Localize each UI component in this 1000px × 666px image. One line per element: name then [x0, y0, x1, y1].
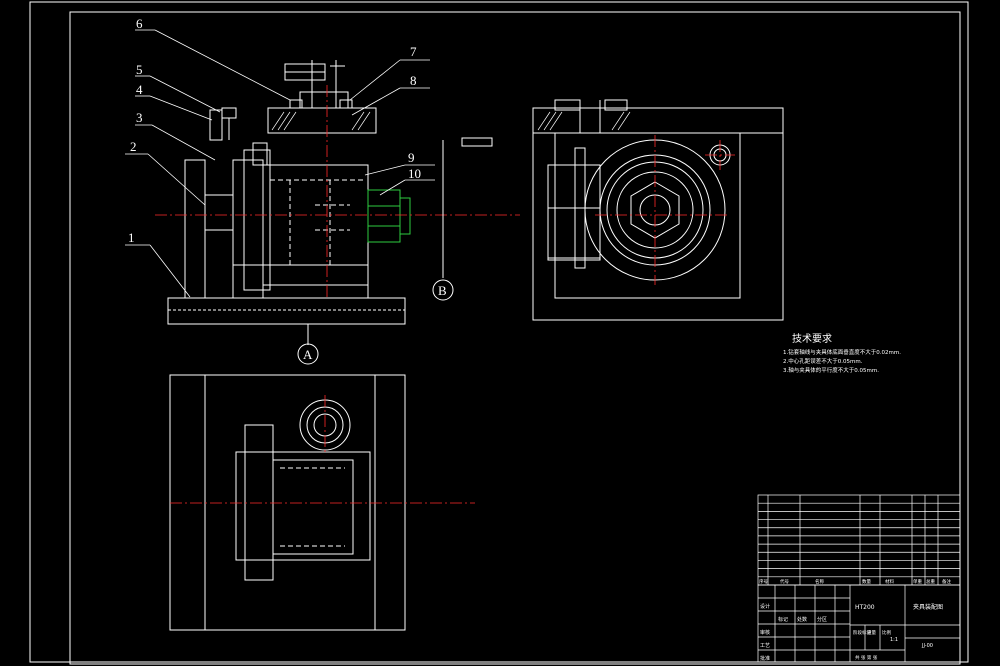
- part-label-8: 8: [410, 73, 417, 88]
- role-approve: 批准: [760, 655, 770, 662]
- role-design: 设计: [760, 603, 770, 610]
- title-block: [757, 584, 961, 663]
- part-label-2: 2: [130, 139, 137, 154]
- part-label-3: 3: [136, 110, 143, 125]
- side-view: [532, 99, 784, 321]
- front-view-centerlines: [155, 85, 520, 300]
- tech-requirements-title: 技术要求: [792, 332, 832, 345]
- tech-requirements: 技术要求 1.钻套轴线与夹具体底面垂直度不大于0.02mm. 2.中心孔距误差不…: [783, 332, 901, 374]
- stage-label: 阶段标记: [853, 629, 871, 636]
- part-label-10: 10: [408, 166, 421, 181]
- part-label-5: 5: [136, 62, 143, 77]
- leader-lines: [125, 29, 435, 298]
- parts-list-header-cell: 备注: [942, 578, 951, 585]
- parts-list-table: [757, 494, 961, 586]
- parts-list-header-cell: 代号: [780, 578, 789, 585]
- svg-text:B: B: [438, 283, 447, 298]
- parts-list-header-cell: 单重: [913, 578, 922, 585]
- role-review: 审核: [760, 629, 770, 636]
- sign-col-zone: 分区: [817, 616, 827, 623]
- front-view: [167, 60, 411, 325]
- part-label-9: 9: [408, 150, 415, 165]
- tech-requirement-3: 3.轴与夹具体的平行度不大于0.05mm.: [783, 366, 879, 374]
- top-view: [169, 374, 406, 631]
- part-labels: 1 2 3 4 5 6 7 8 9 10: [128, 16, 421, 245]
- side-view-centerlines: [595, 135, 735, 285]
- part-label-4: 4: [136, 82, 143, 97]
- parts-list-header: 序号 代号 名称 数量 材料 单重总重备注: [759, 578, 951, 585]
- parts-list-header-cell: 总重: [926, 578, 935, 585]
- top-view-centerlines: [170, 395, 475, 504]
- tech-requirement-2: 2.中心孔距误差不大于0.05mm.: [783, 357, 863, 365]
- parts-list-header-cell: 序号: [759, 578, 768, 585]
- drawing-number: JJ-00: [921, 643, 933, 649]
- tech-requirement-1: 1.钻套轴线与夹具体底面垂直度不大于0.02mm.: [783, 348, 901, 356]
- role-process: 工艺: [760, 643, 770, 649]
- part-label-6: 6: [136, 16, 143, 31]
- parts-list-header-cell: 数量: [862, 578, 871, 585]
- sheet-label: 共 张 第 张: [855, 654, 878, 661]
- view-marker-a: A: [297, 343, 319, 365]
- view-marker-b: B: [432, 279, 454, 301]
- title-block-text: HT200 夹具装配图 JJ-00 1:1 共 张 第 张 阶段标记 重量 比例…: [760, 603, 943, 662]
- scale-value: 1:1: [890, 637, 898, 643]
- part-label-1: 1: [128, 230, 135, 245]
- sheet-frame: [29, 1, 969, 665]
- drawing-name: 夹具装配图: [913, 603, 943, 611]
- weight-label: 重量: [867, 629, 876, 636]
- tolerance-frame: [461, 137, 493, 147]
- sign-col-count: 处数: [797, 616, 807, 623]
- svg-text:A: A: [303, 347, 313, 362]
- parts-list-header-cell: 材料: [885, 578, 894, 585]
- parts-list-header-cell: 名称: [815, 578, 824, 585]
- scale-label: 比例: [882, 629, 891, 636]
- part-label-7: 7: [410, 44, 417, 59]
- sign-col-mark: 标记: [778, 616, 788, 623]
- material-label: HT200: [855, 604, 875, 611]
